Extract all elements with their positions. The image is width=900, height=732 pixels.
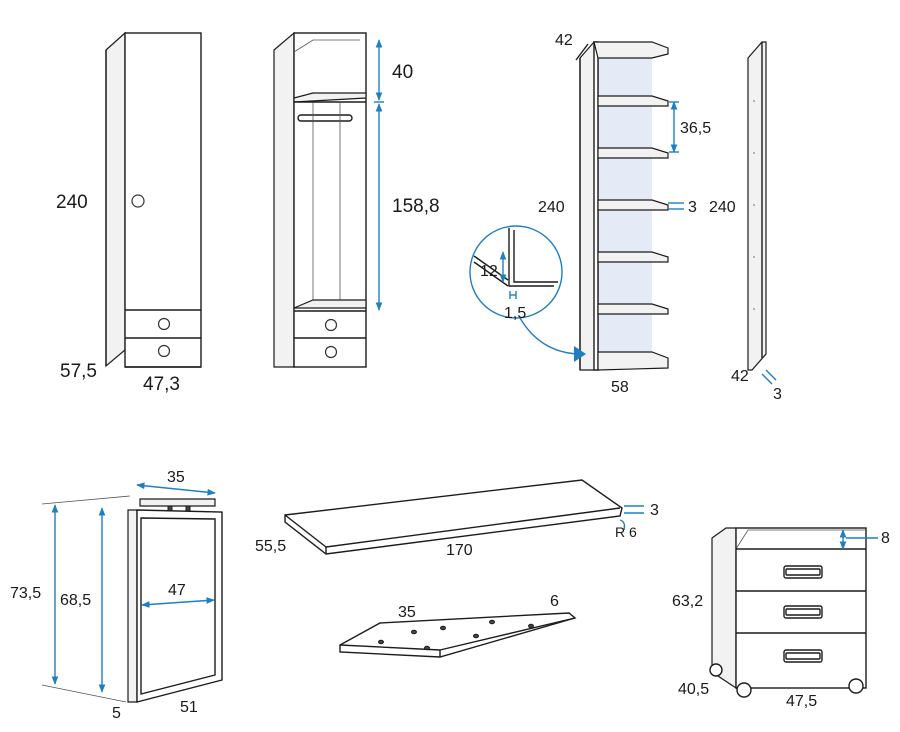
closed-wardrobe-drawing	[105, 31, 202, 368]
drawer-knob-icon	[157, 317, 171, 331]
desktop-depth-label: 55,5	[255, 538, 286, 555]
shelf-depth-label: 42	[555, 32, 573, 49]
frame-inner-height-label: 68,5	[60, 592, 91, 609]
door-knob-icon	[131, 194, 145, 208]
caster-wheel-icon	[848, 678, 864, 694]
frame-depth-label: 51	[180, 699, 198, 716]
shelf-unit-width-label: 58	[611, 379, 629, 396]
wardrobe-height-label: 240	[56, 192, 88, 213]
detail-height-label: 12	[480, 263, 498, 280]
drawer-knob-icon	[324, 345, 338, 359]
hanging-height-label: 158,8	[392, 196, 440, 217]
drawer-unit-drawing	[709, 527, 878, 698]
shelf-thickness-label: 3	[688, 199, 697, 216]
desktop-length-label: 170	[446, 542, 473, 559]
shelf-spacing-label: 36,5	[680, 120, 711, 137]
wardrobe-width-label: 47,3	[143, 374, 180, 395]
side-panel-height-label: 240	[709, 199, 736, 216]
side-panel-thickness-label: 3	[773, 386, 782, 403]
caster-wheel-icon	[709, 663, 723, 677]
shelf-unit-drawing	[579, 41, 669, 371]
side-panel-depth-label: 42	[731, 368, 749, 385]
shelf-unit-height-label: 240	[538, 199, 565, 216]
shelf-unit-dimensions	[575, 43, 684, 210]
desktop-panel-drawing	[284, 479, 644, 555]
open-wardrobe-dimensions	[374, 39, 384, 311]
wardrobe-depth-label: 57,5	[60, 361, 97, 382]
desktop-thickness-label: 3	[650, 502, 659, 519]
frame-outer-height-label: 73,5	[10, 585, 41, 602]
frame-foot-label: 5	[112, 705, 121, 722]
frame-inner-width-label: 47	[168, 582, 186, 599]
plate-thickness-label: 6	[550, 593, 559, 610]
frame-width-label: 35	[167, 469, 185, 486]
drawer-knob-icon	[324, 318, 338, 332]
drawer-unit-height-label: 63,2	[672, 593, 703, 610]
pointer-arrow-icon	[574, 346, 586, 362]
side-panel-drawing	[747, 41, 777, 385]
shelf-detail-magnifier	[469, 225, 586, 362]
open-wardrobe-drawing	[273, 31, 367, 368]
drawer-knob-icon	[157, 344, 171, 358]
detail-offset-label: 1,5	[504, 305, 526, 322]
plate-length-label: 35	[398, 604, 416, 621]
drawer-unit-width-label: 47,5	[786, 693, 817, 710]
desk-frame-dimensions	[41, 482, 216, 703]
top-gap-label: 40	[392, 62, 413, 83]
drawer-unit-depth-label: 40,5	[678, 681, 709, 698]
caster-wheel-icon	[736, 682, 752, 698]
mounting-plate-drawing	[339, 612, 577, 658]
desktop-radius-label: R 6	[615, 524, 637, 540]
drawer-top-gap-label: 8	[881, 530, 890, 547]
